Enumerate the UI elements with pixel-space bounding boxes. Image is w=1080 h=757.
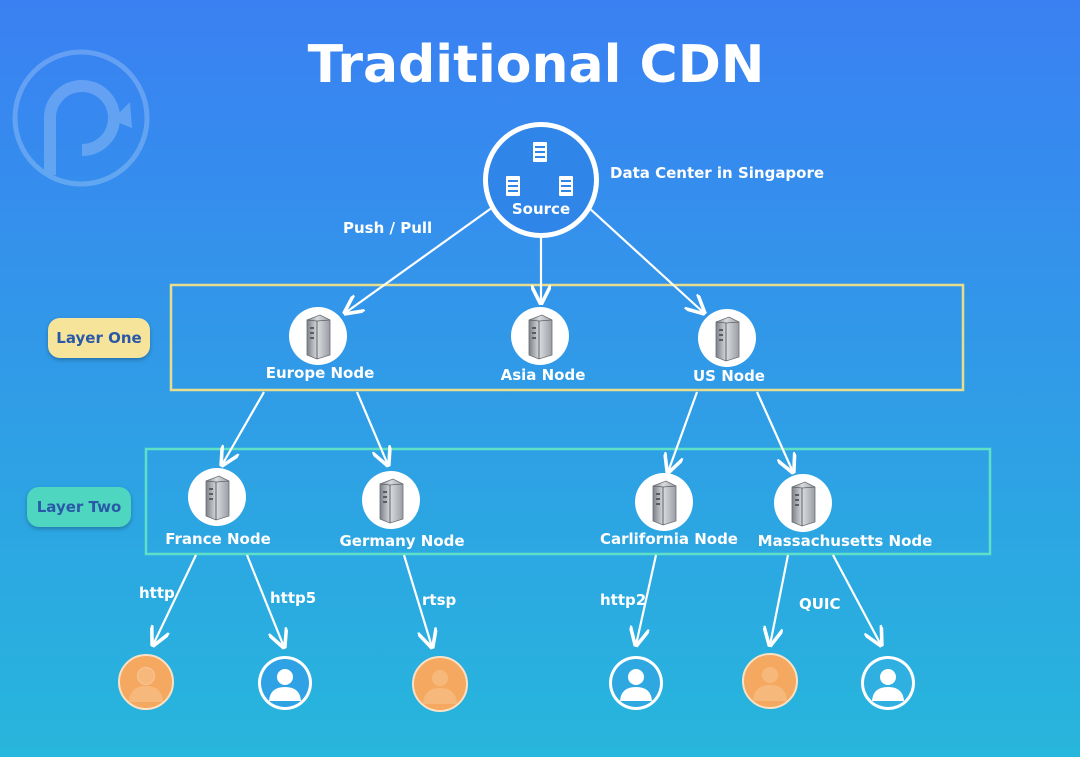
germany-node: Germany Node: [339, 470, 465, 550]
server-icon: [361, 470, 421, 530]
server-icon: [697, 308, 757, 368]
page-title: Traditional CDN: [308, 35, 765, 95]
massachusetts-node-label: Massachusetts Node: [758, 532, 933, 550]
source-node: Source: [483, 122, 599, 238]
server-icon: [634, 472, 694, 532]
protocol-http: http: [139, 584, 175, 602]
protocol-http5: http5: [270, 589, 316, 607]
asia-node: Asia Node: [501, 306, 586, 384]
source-label: Source: [512, 200, 570, 218]
protocol-http2: http2: [600, 591, 646, 609]
server-icon: [773, 473, 833, 533]
push-pull-label: Push / Pull: [343, 219, 432, 237]
california-node: Carlifornia Node: [600, 472, 738, 548]
layer-one-badge: Layer One: [48, 318, 150, 358]
user-icon: [742, 653, 798, 709]
france-node-label: France Node: [165, 530, 271, 548]
watermark-logo: [12, 49, 150, 187]
source-caption: Data Center in Singapore: [610, 164, 824, 182]
layer-one-box: [169, 283, 965, 392]
user-icon: [258, 656, 312, 710]
protocol-rtsp: rtsp: [422, 591, 456, 609]
user-icon: [861, 656, 915, 710]
germany-node-label: Germany Node: [339, 532, 464, 550]
user-icon: [412, 656, 468, 712]
protocol-quic: QUIC: [799, 595, 841, 613]
us-node: US Node: [693, 308, 765, 385]
layer-two-badge: Layer Two: [27, 487, 131, 527]
user-icon: [609, 656, 663, 710]
massachusetts-node: Massachusetts Node: [758, 473, 933, 550]
france-node: France Node: [165, 467, 271, 548]
us-node-label: US Node: [693, 367, 765, 385]
server-icon: [510, 306, 570, 366]
server-icon: [187, 467, 247, 527]
europe-node-label: Europe Node: [266, 364, 375, 382]
user-icon: [118, 654, 174, 710]
asia-node-label: Asia Node: [501, 366, 586, 384]
connection-arrows: [153, 206, 881, 647]
server-icon: [288, 306, 348, 366]
california-node-label: Carlifornia Node: [600, 530, 738, 548]
europe-node: Europe Node: [266, 306, 375, 382]
layer-two-box: [144, 447, 992, 556]
